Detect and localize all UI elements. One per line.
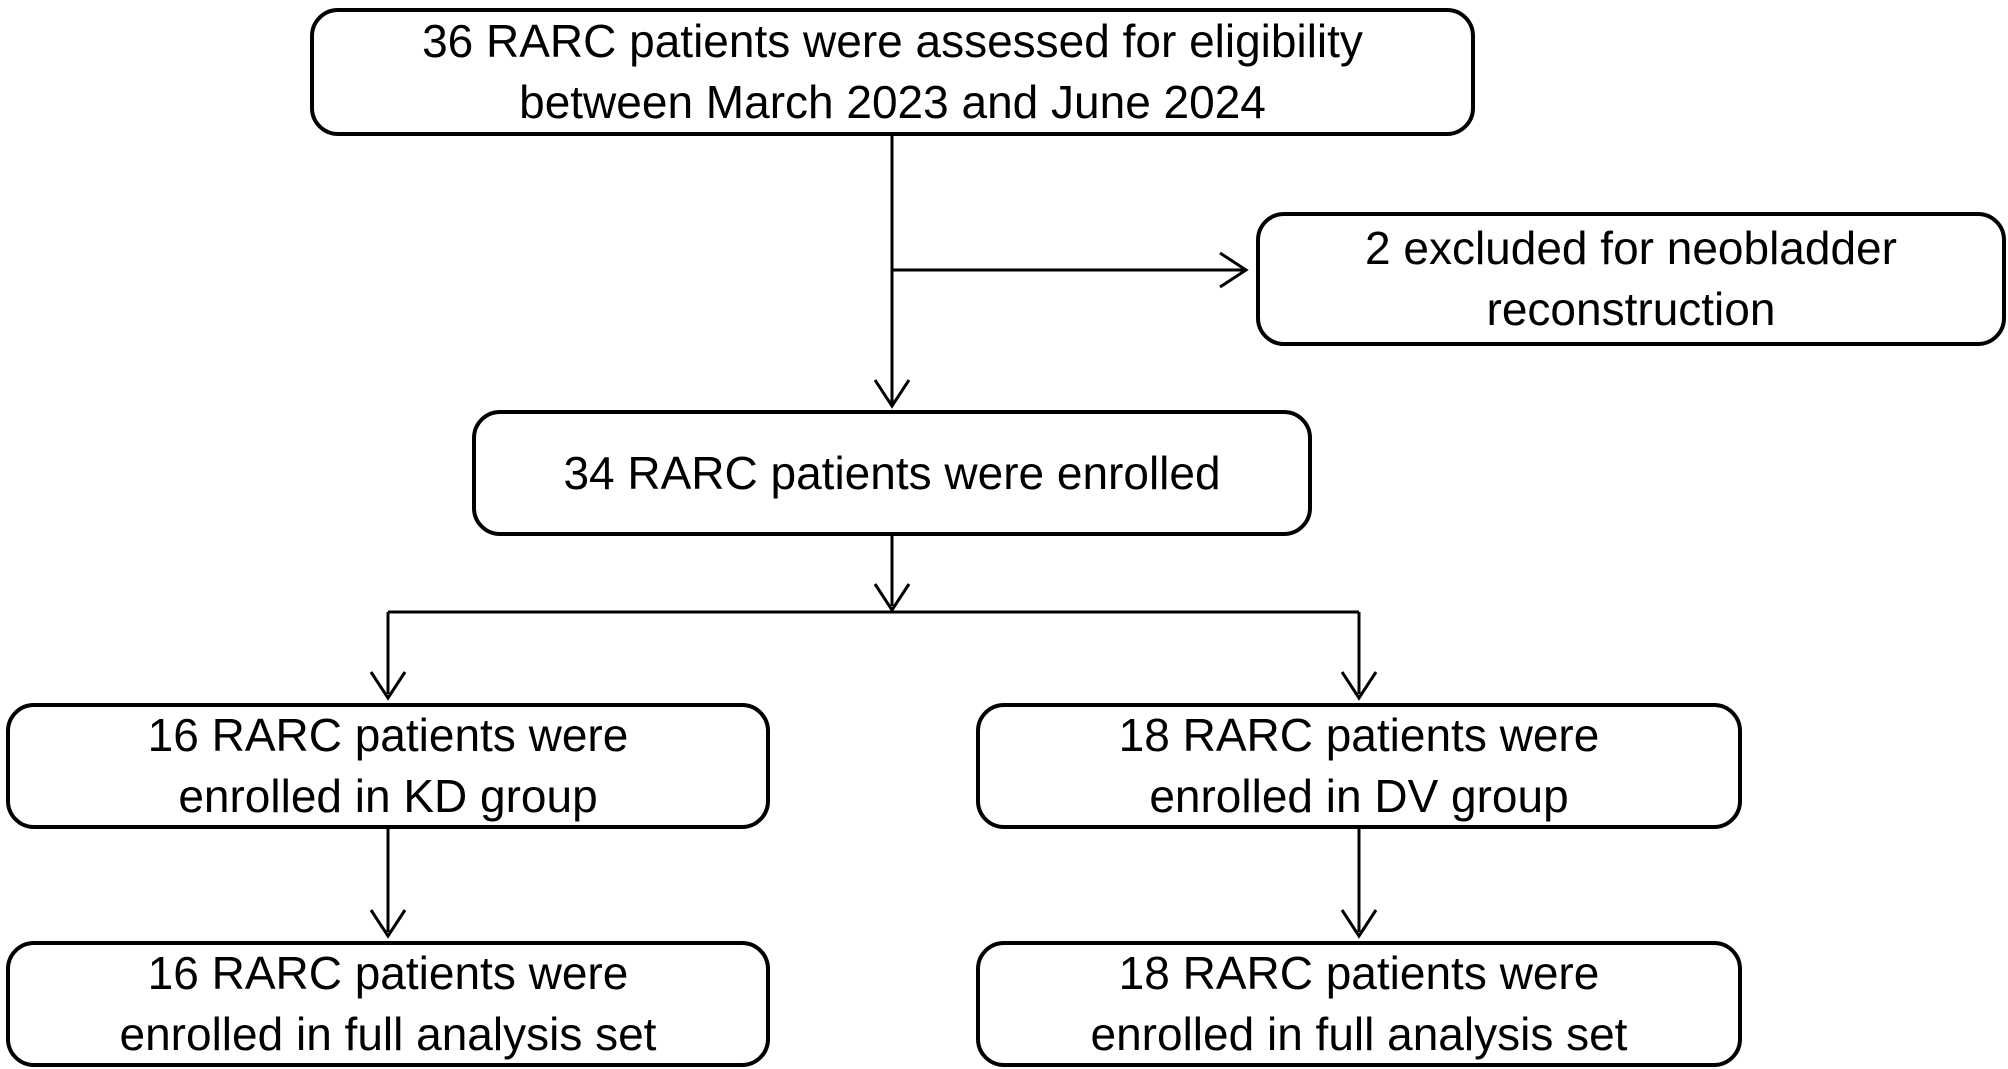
arrowhead-split-to-kd [369, 671, 407, 701]
box-kd-fas-line1: 16 RARC patients were [147, 947, 629, 1000]
arrowhead-split-to-dv [1340, 671, 1378, 701]
box-excluded-neobladder: 2 excluded for neobladder reconstruction [1256, 212, 2006, 346]
box-kd-fas-line2: enrolled in full analysis set [119, 1008, 657, 1060]
box-enrolled: 34 RARC patients were enrolled [472, 410, 1312, 536]
box-dv-fas-line1: 18 RARC patients were [1118, 947, 1600, 1000]
box-enrolled-line1: 34 RARC patients were enrolled [563, 446, 1221, 499]
arrowhead-assessed-to-enrolled [873, 379, 911, 409]
box-kd-group-line1: 16 RARC patients were [147, 709, 629, 762]
box-excluded-line2: reconstruction [1486, 283, 1776, 335]
arrowhead-kd-to-fas [369, 909, 407, 939]
box-dv-group-line2: enrolled in DV group [1149, 770, 1569, 822]
box-assessed-line1: 36 RARC patients were assessed for eligi… [422, 15, 1363, 68]
box-kd-full-analysis-set: 16 RARC patients were enrolled in full a… [6, 941, 770, 1067]
box-assessed-eligibility: 36 RARC patients were assessed for eligi… [310, 8, 1475, 136]
arrowhead-dv-to-fas [1340, 909, 1378, 939]
box-dv-group: 18 RARC patients were enrolled in DV gro… [976, 703, 1742, 829]
box-dv-group-line1: 18 RARC patients were [1118, 709, 1600, 762]
box-excluded-line1: 2 excluded for neobladder [1365, 222, 1897, 275]
arrowhead-enrolled-to-split [873, 583, 911, 613]
box-dv-fas-line2: enrolled in full analysis set [1090, 1008, 1628, 1060]
arrowhead-branch-to-excluded [1219, 251, 1249, 289]
box-kd-group: 16 RARC patients were enrolled in KD gro… [6, 703, 770, 829]
box-assessed-line2: between March 2023 and June 2024 [519, 76, 1266, 128]
box-dv-full-analysis-set: 18 RARC patients were enrolled in full a… [976, 941, 1742, 1067]
box-kd-group-line2: enrolled in KD group [178, 770, 598, 822]
